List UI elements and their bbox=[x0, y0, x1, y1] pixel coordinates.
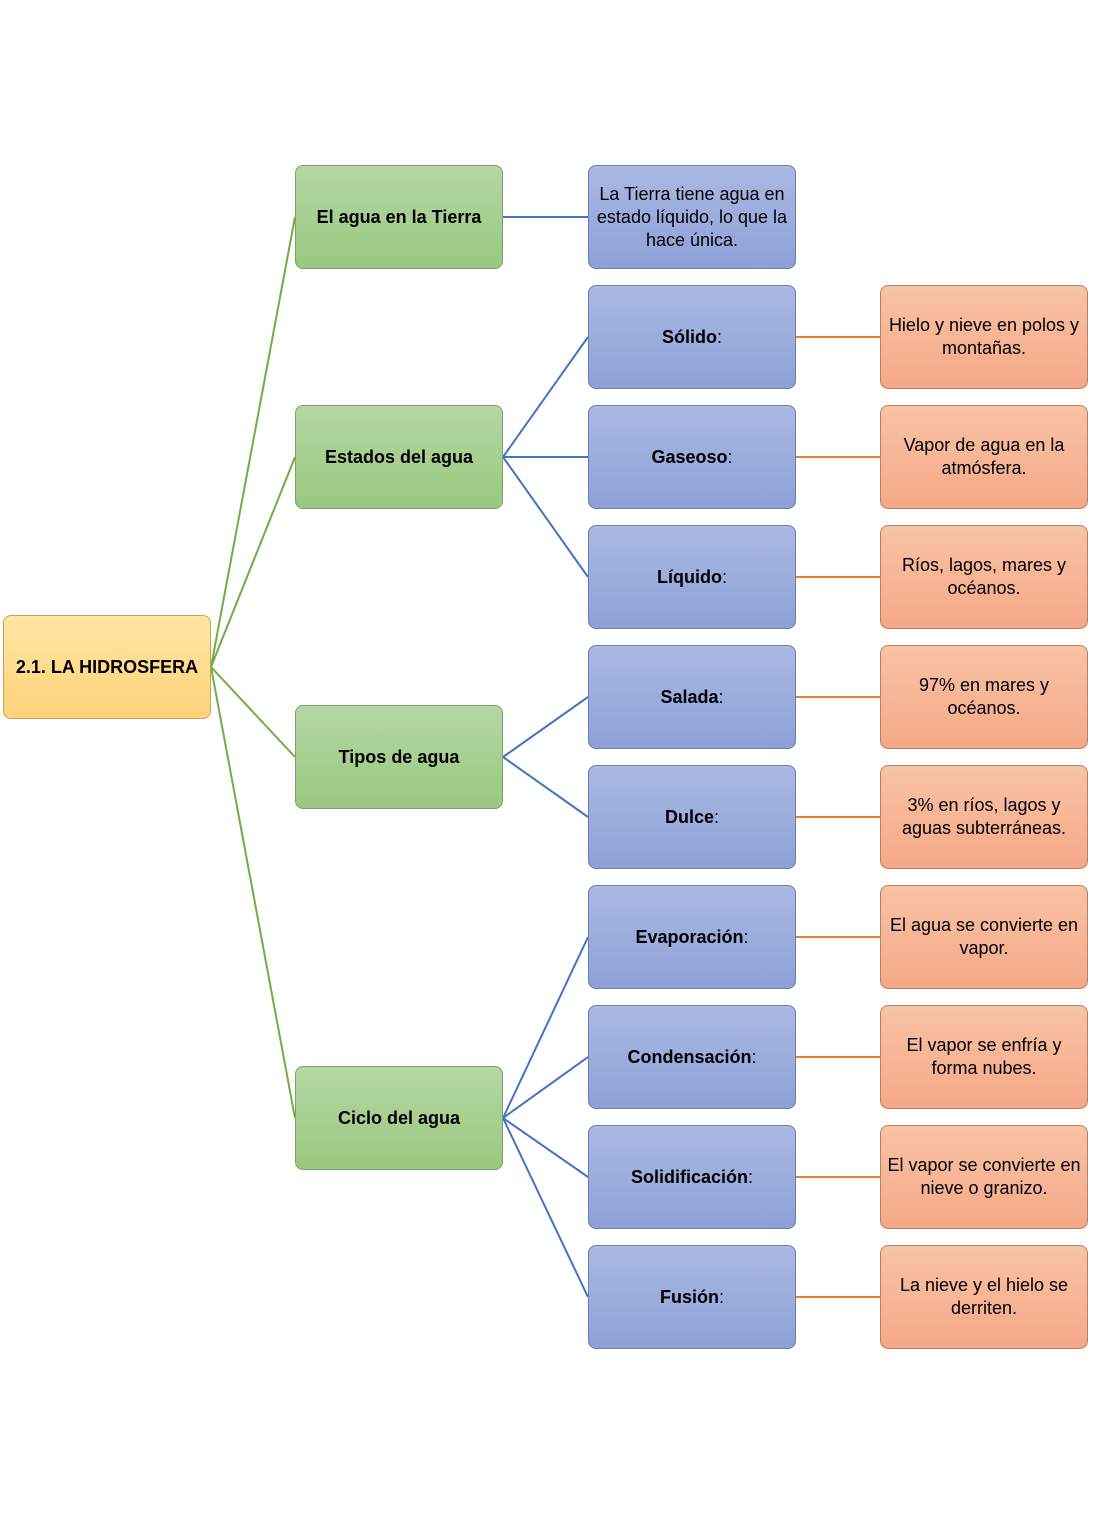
term-label: Condensación bbox=[627, 1046, 752, 1067]
term-label: Sólido bbox=[661, 326, 717, 347]
term-label: Fusión bbox=[659, 1286, 719, 1307]
term-label: Líquido bbox=[657, 566, 722, 587]
branch-node: El agua en la Tierra bbox=[295, 165, 503, 269]
branch-term-connector bbox=[502, 936, 589, 1119]
detail-node: 97% en mares y océanos. bbox=[880, 645, 1088, 749]
term-node: Dulce: bbox=[588, 765, 796, 869]
branch-term-connector bbox=[502, 336, 589, 458]
term-colon: : bbox=[714, 806, 720, 827]
description-text: La Tierra tiene agua en estado líquido, … bbox=[596, 183, 788, 250]
branch-node: Tipos de agua bbox=[295, 705, 503, 809]
detail-node: Ríos, lagos, mares y océanos. bbox=[880, 525, 1088, 629]
term-colon: : bbox=[727, 446, 733, 467]
term-colon: : bbox=[718, 686, 724, 707]
detail-node: Vapor de agua en la atmósfera. bbox=[880, 405, 1088, 509]
term-colon: : bbox=[748, 1166, 754, 1187]
root-node: 2.1. LA HIDROSFERA bbox=[3, 615, 211, 719]
term-colon: : bbox=[751, 1046, 757, 1067]
branch-term-connector bbox=[502, 1117, 589, 1178]
term-label: Solidificación bbox=[630, 1166, 748, 1187]
term-label: Salada bbox=[660, 686, 719, 707]
term-colon: : bbox=[718, 1286, 724, 1307]
detail-node: El agua se convierte en vapor. bbox=[880, 885, 1088, 989]
detail-node: Hielo y nieve en polos y montañas. bbox=[880, 285, 1088, 389]
term-node: Solidificación: bbox=[588, 1125, 796, 1229]
term-node: Fusión: bbox=[588, 1245, 796, 1349]
branch-node: Ciclo del agua bbox=[295, 1066, 503, 1170]
root-branch-connector bbox=[210, 666, 296, 1119]
detail-node: 3% en ríos, lagos y aguas subterráneas. bbox=[880, 765, 1088, 869]
branch-term-connector bbox=[502, 1056, 589, 1119]
term-label: Evaporación bbox=[635, 926, 744, 947]
branch-term-connector bbox=[502, 756, 589, 818]
branch-term-connector bbox=[502, 696, 589, 758]
term-node: Condensación: bbox=[588, 1005, 796, 1109]
detail-node: El vapor se convierte en nieve o granizo… bbox=[880, 1125, 1088, 1229]
term-colon: : bbox=[716, 326, 722, 347]
term-node: Líquido: bbox=[588, 525, 796, 629]
detail-node: El vapor se enfría y forma nubes. bbox=[880, 1005, 1088, 1109]
root-branch-connector bbox=[210, 456, 296, 668]
term-label: Gaseoso bbox=[651, 446, 728, 467]
term-colon: : bbox=[721, 566, 727, 587]
term-node: Salada: bbox=[588, 645, 796, 749]
term-node: Gaseoso: bbox=[588, 405, 796, 509]
root-branch-connector bbox=[210, 666, 296, 758]
description-node: La Tierra tiene agua en estado líquido, … bbox=[588, 165, 796, 269]
branch-term-connector bbox=[502, 456, 589, 578]
branch-term-connector bbox=[502, 1117, 589, 1298]
term-label: Dulce bbox=[664, 806, 714, 827]
detail-node: La nieve y el hielo se derriten. bbox=[880, 1245, 1088, 1349]
term-node: Sólido: bbox=[588, 285, 796, 389]
branch-node: Estados del agua bbox=[295, 405, 503, 509]
term-colon: : bbox=[743, 926, 749, 947]
root-branch-connector bbox=[210, 216, 296, 668]
term-node: Evaporación: bbox=[588, 885, 796, 989]
